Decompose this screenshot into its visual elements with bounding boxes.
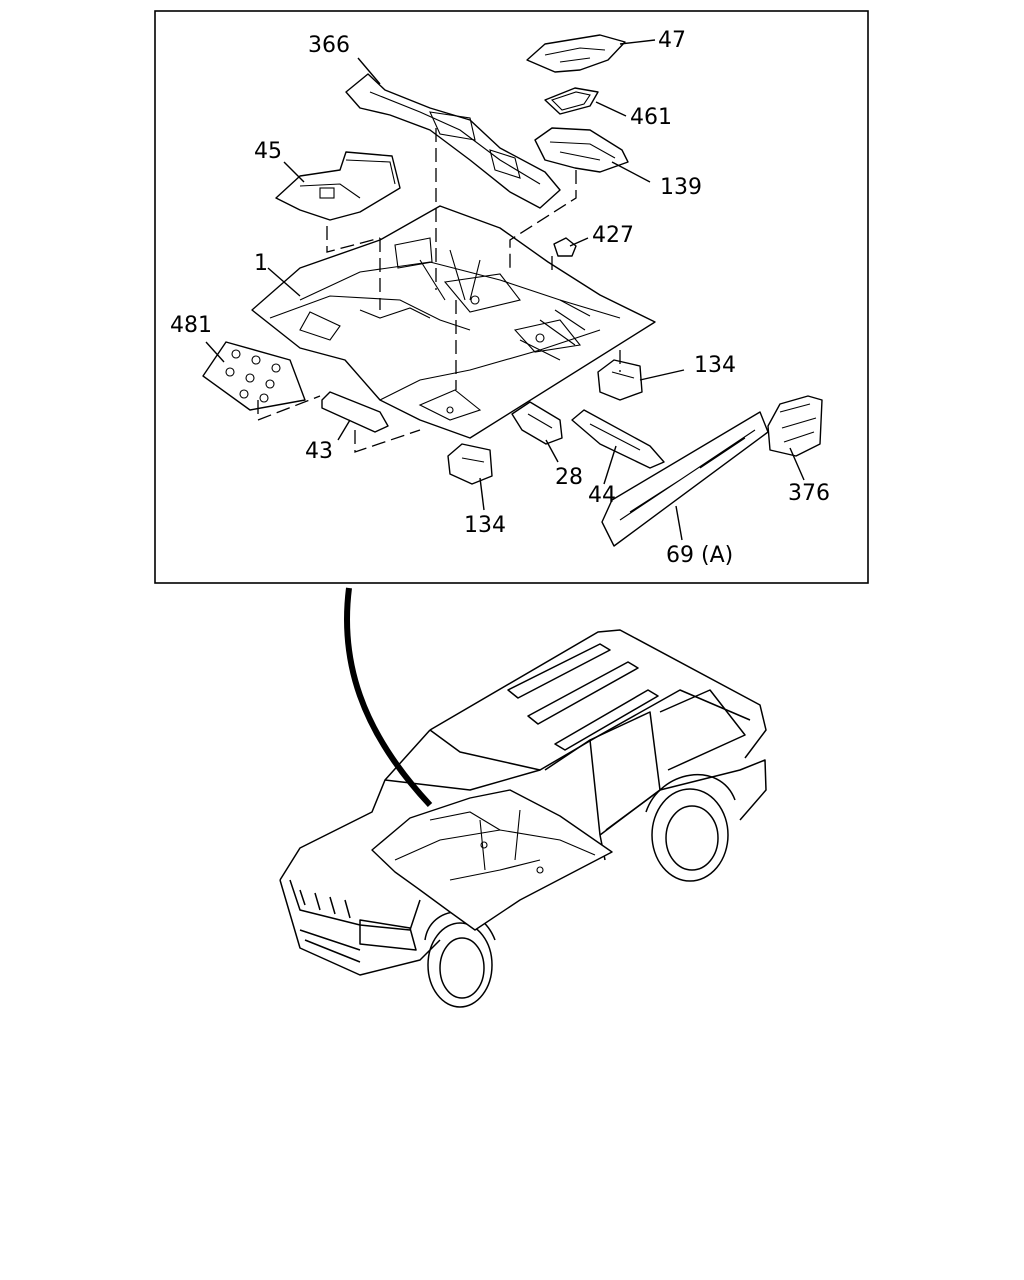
rocker-panel-part [601,411,769,547]
pillar-part [767,395,823,457]
diagram-frame [154,10,869,584]
suv-illustration [279,629,767,1008]
bracket-part-43 [321,391,389,433]
rail-part-44 [571,409,665,469]
callout-45: 45 [254,139,282,164]
callout-376: 376 [788,481,830,506]
callout-134-right: 134 [694,353,736,378]
callout-43: 43 [305,439,333,464]
rear-panel-part [526,34,626,73]
callout-47: 47 [658,28,686,53]
reinforcement-part [534,127,629,173]
bracket-part-28 [511,401,563,445]
floor-panel-part [251,205,656,439]
mount-part-134-bottom [447,443,493,485]
callout-69-a: 69 (A) [666,543,733,568]
callout-139: 139 [660,175,702,200]
callout-28: 28 [555,465,583,490]
callout-366: 366 [308,33,350,58]
mount-part-134-right [597,359,643,401]
callout-44: 44 [588,483,616,508]
callout-427: 427 [592,223,634,248]
seat-bracket-part [275,151,401,221]
gasket-part [544,87,599,115]
callout-481: 481 [170,313,212,338]
connector-arc [344,587,433,808]
callout-461: 461 [630,105,672,130]
cross-member-part [345,73,561,209]
callout-134-bottom: 134 [464,513,506,538]
insulator-pad-part [202,341,306,411]
callout-1: 1 [254,251,268,276]
clip-part [553,237,577,257]
